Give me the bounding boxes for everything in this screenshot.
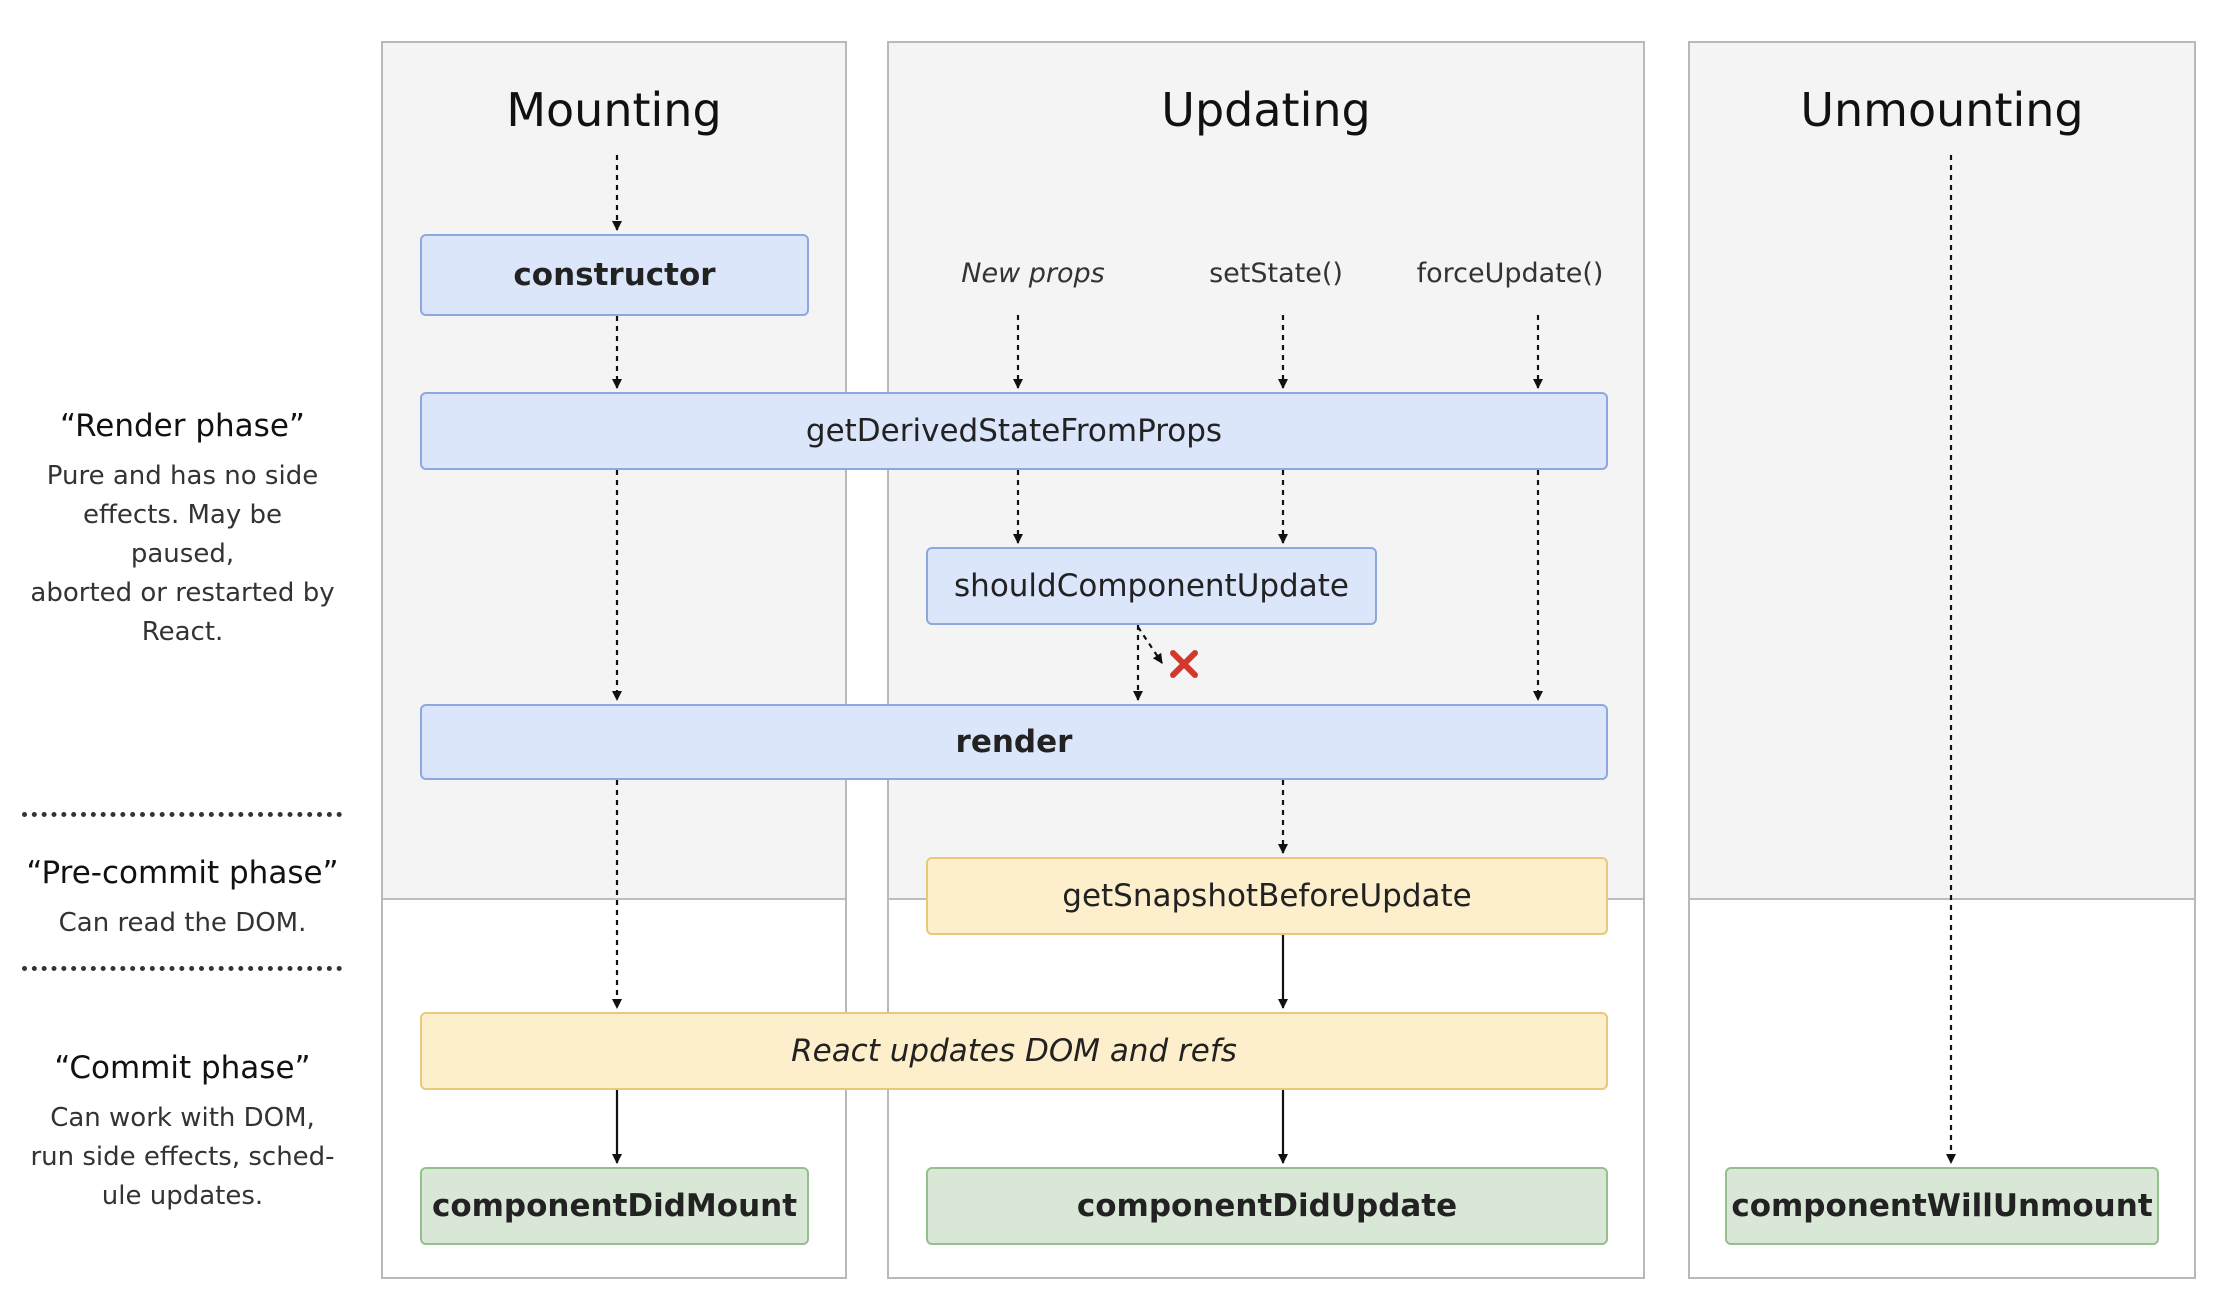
- trigger-new-props: New props: [961, 258, 1105, 289]
- phase-render-description: Pure and has no side effects. May be pau…: [30, 457, 335, 652]
- phase-commit-desc-line: Can work with DOM,: [50, 1103, 315, 1133]
- x-mark-icon: [1170, 650, 1198, 678]
- get-derived-state-from-props-box: getDerivedStateFromProps: [420, 392, 1608, 470]
- constructor-box: constructor: [420, 234, 809, 316]
- mounting-column-title: Mounting: [506, 83, 722, 137]
- arrow-should-update-to-reject: [1137, 626, 1163, 664]
- phase-render-desc-line: React.: [141, 617, 224, 647]
- phase-commit-desc-line: ule updates.: [101, 1181, 264, 1211]
- unmounting-column-title: Unmounting: [1800, 83, 2084, 137]
- column-phase-separator: [383, 898, 845, 900]
- phase-precommit-desc-line: Can read the DOM.: [58, 908, 307, 938]
- get-snapshot-before-update-box: getSnapshotBeforeUpdate: [926, 857, 1608, 935]
- updating-column-title: Updating: [1161, 83, 1371, 137]
- column-phase-separator: [1690, 898, 2194, 900]
- component-did-mount-box: componentDidMount: [420, 1167, 809, 1245]
- component-will-unmount-box: componentWillUnmount: [1725, 1167, 2159, 1245]
- phase-render-desc-line: effects. May be paused,: [83, 500, 282, 569]
- phase-render-desc-line: Pure and has no side: [46, 461, 319, 491]
- phase-precommit-title: “Pre-commit phase”: [26, 855, 339, 891]
- phase-commit-desc-line: run side effects, sched-: [30, 1142, 335, 1172]
- trigger-force-update: forceUpdate(): [1416, 258, 1604, 289]
- render-box: render: [420, 704, 1608, 780]
- phase-divider: [22, 966, 342, 971]
- should-component-update-box: shouldComponentUpdate: [926, 547, 1377, 625]
- unmounting-column: Unmounting: [1688, 41, 2196, 1279]
- phase-commit-description: Can work with DOM, run side effects, sch…: [30, 1099, 335, 1216]
- react-updates-dom-box: React updates DOM and refs: [420, 1012, 1608, 1090]
- phase-divider: [22, 812, 342, 817]
- phase-commit-title: “Commit phase”: [54, 1050, 311, 1086]
- phase-render-title: “Render phase”: [60, 408, 305, 444]
- phase-render-desc-line: aborted or restarted by: [30, 578, 335, 608]
- component-did-update-box: componentDidUpdate: [926, 1167, 1608, 1245]
- phase-precommit-description: Can read the DOM.: [30, 904, 335, 943]
- trigger-set-state: setState(): [1209, 258, 1343, 289]
